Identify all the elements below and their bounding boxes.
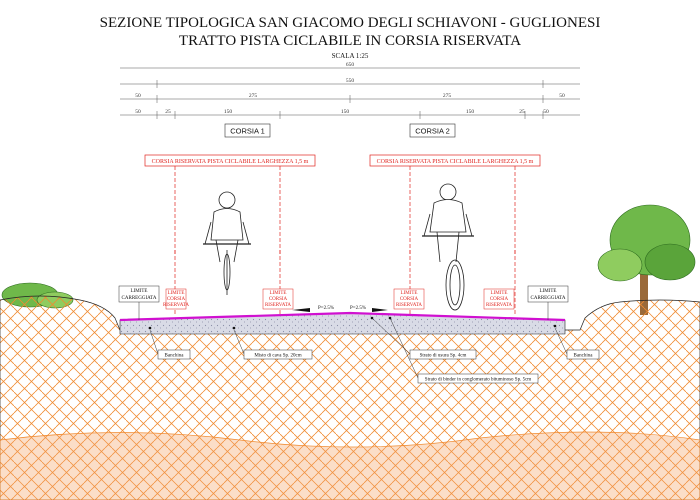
callout-binder-layer-box bbox=[417, 373, 539, 384]
callout-shoulder-left-box bbox=[157, 349, 191, 360]
slope-arrow-left bbox=[292, 308, 310, 312]
reserved-limit-3-l3: RISERVATA bbox=[396, 303, 422, 308]
road-subbase bbox=[119, 312, 566, 335]
dim-total: 650 bbox=[346, 62, 355, 68]
slope-arrow-right bbox=[372, 308, 388, 312]
reserved-lane-left-box bbox=[144, 154, 316, 167]
callout-quarry-mix-box bbox=[243, 349, 313, 360]
title-line-1: SEZIONE TIPOLOGICA SAN GIACOMO DEGLI SCH… bbox=[100, 15, 601, 31]
dim-r4-a: 50 bbox=[135, 109, 141, 115]
dimension-lines bbox=[120, 67, 580, 119]
callout-leaders bbox=[149, 317, 568, 379]
dim-r4-b: 25 bbox=[165, 109, 171, 115]
reserved-lane-guides bbox=[174, 166, 516, 315]
dim-r4-g: 50 bbox=[543, 109, 549, 115]
dim-r4-d: 150 bbox=[341, 109, 350, 115]
cyclist-left-figure bbox=[203, 191, 251, 295]
lane-2-box bbox=[409, 123, 456, 138]
dim-r4-f: 25 bbox=[519, 109, 525, 115]
reserved-limit-2-l1: LIMITE bbox=[270, 291, 287, 296]
limit-carriageway-right-l2: CARREGGIATA bbox=[531, 296, 566, 301]
reserved-limit-labels: LIMITE CORSIA RISERVATA LIMITE CORSIA RI… bbox=[163, 288, 515, 310]
reserved-limit-1-l3: RISERVATA bbox=[163, 303, 189, 308]
reserved-lane-left-label: CORSIA RISERVATA PISTA CICLABILE LARGHEZ… bbox=[152, 159, 309, 165]
callout-wear-layer: Strato di usura Sp. 4cm bbox=[420, 354, 467, 359]
cyclist-right-figure bbox=[422, 183, 474, 311]
lane-2-label: CORSIA 2 bbox=[415, 127, 450, 136]
dim-r3-d: 50 bbox=[559, 93, 565, 99]
lane-1-label: CORSIA 1 bbox=[230, 127, 265, 136]
dim-r4-c: 150 bbox=[224, 109, 233, 115]
reserved-limit-4-l3: RISERVATA bbox=[486, 303, 512, 308]
reserved-lane-right-box bbox=[369, 154, 541, 167]
reserved-limit-3-l2: CORSIA bbox=[400, 297, 419, 302]
tree-right bbox=[597, 204, 696, 315]
road-surface bbox=[119, 311, 566, 322]
reserved-limit-4-l2: CORSIA bbox=[490, 297, 509, 302]
reserved-limit-2-l2: CORSIA bbox=[269, 297, 288, 302]
limit-carriageway-right-l1: LIMITE bbox=[540, 289, 557, 294]
reserved-limit-1-l2: CORSIA bbox=[167, 297, 186, 302]
dim-r3-b: 275 bbox=[249, 93, 258, 99]
ground-soil bbox=[0, 295, 700, 500]
callout-quarry-mix: Misto di cava Sp. 20cm bbox=[254, 354, 301, 359]
reserved-limit-3-l1: LIMITE bbox=[401, 291, 418, 296]
dim-r4-e: 150 bbox=[466, 109, 475, 115]
callout-shoulder-right-box bbox=[566, 349, 600, 360]
soil-band bbox=[0, 431, 700, 500]
callout-binder-layer: Strato di binder in conglomerato bitumin… bbox=[425, 378, 531, 383]
callout-wear-layer-box bbox=[409, 349, 477, 360]
callout-shoulder-right: Banchina bbox=[574, 354, 594, 359]
reserved-lane-right-label: CORSIA RISERVATA PISTA CICLABILE LARGHEZ… bbox=[377, 159, 534, 165]
slope-label-left: P=2.5% bbox=[318, 306, 334, 311]
lane-1-box bbox=[224, 123, 271, 138]
reserved-limit-2-l3: RISERVATA bbox=[265, 303, 291, 308]
scale-label: SCALA 1:25 bbox=[332, 52, 369, 60]
dim-r3-c: 275 bbox=[443, 93, 452, 99]
dim-r3-a: 50 bbox=[135, 93, 141, 99]
dim-carriageway: 550 bbox=[346, 78, 355, 84]
limit-carriageway-left-l2: CARREGGIATA bbox=[122, 296, 157, 301]
limit-carriageway-left-l1: LIMITE bbox=[131, 289, 148, 294]
callout-dots bbox=[148, 316, 557, 330]
reserved-limit-4-l1: LIMITE bbox=[491, 291, 508, 296]
reserved-limit-1-l1: LIMITE bbox=[168, 291, 185, 296]
title-line-2: TRATTO PISTA CICLABILE IN CORSIA RISERVA… bbox=[179, 33, 521, 49]
callout-shoulder-left: Banchina bbox=[165, 354, 185, 359]
slope-label-right: P=2.5% bbox=[350, 306, 366, 311]
